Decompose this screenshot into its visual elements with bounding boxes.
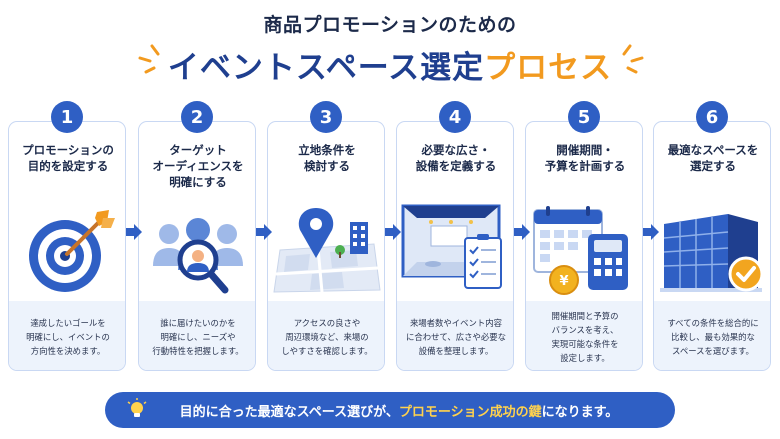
page-title-accent: プロセス <box>484 50 613 86</box>
step-3: 3 立地条件を 検討する アクセスの良さや 周辺環境など、来場の しやすさを確認… <box>267 101 385 371</box>
banner-text-before: 目的に合った最適なスペース選びが、 <box>179 404 399 420</box>
step-title: 立地条件を 検討する <box>298 143 356 173</box>
step-number-badge: 5 <box>568 101 600 133</box>
arrow-right-icon <box>126 224 142 240</box>
step-card: 最適なスペースを 選定する すべての条件を総合的に 比較し、最も効果的な スペー… <box>653 121 771 371</box>
lightbulb-icon <box>127 398 147 417</box>
key-message-banner: 目的に合った最適なスペース選びが、プロモーション成功の鍵になります。 <box>105 392 675 428</box>
step-description: 開催期間と予算の バランスを考え、 実現可能な条件を 設定します。 <box>526 301 642 370</box>
svg-text:¥: ¥ <box>559 274 568 289</box>
arrow-right-icon <box>643 224 659 240</box>
step-title: 最適なスペースを 選定する <box>667 143 759 173</box>
step-title: プロモーションの 目的を設定する <box>22 143 114 173</box>
sparkle-left-icon <box>138 44 160 74</box>
step-number-badge: 3 <box>310 101 342 133</box>
arrow-right-icon <box>385 224 401 240</box>
step-title: 必要な広さ・ 設備を定義する <box>415 143 497 173</box>
map-location-icon <box>273 208 381 293</box>
step-title: 開催期間・ 予算を計画する <box>544 143 626 173</box>
step-6: 6 最適なスペースを 選定する すべての条件を総合的に 比較し、最も効果的な ス… <box>653 101 771 371</box>
page-title-line2: イベントスペース選定プロセス <box>0 42 780 87</box>
building-check-icon <box>660 214 764 292</box>
venue-checklist-icon <box>401 204 502 289</box>
step-card: 立地条件を 検討する アクセスの良さや 周辺環境など、来場の しやすさを確認しま… <box>267 121 385 371</box>
step-number-badge: 1 <box>51 101 83 133</box>
step-title: ターゲット オーディエンスを 明確にする <box>152 143 244 189</box>
step-description: アクセスの良さや 周辺環境など、来場の しやすさを確認します。 <box>268 301 384 370</box>
step-card: 開催期間・ 予算を計画する ¥ 開催期間と予算の バランスを考え、 <box>525 121 643 371</box>
step-card: 必要な広さ・ 設備を定義する 来場者数やイベント内容 に合わせて、広さや必要な … <box>396 121 514 371</box>
step-description: すべての条件を総合的に 比較し、最も効果的な スペースを選びます。 <box>654 301 770 370</box>
banner-text-highlight: プロモーション成功の鍵 <box>398 404 542 420</box>
step-number-badge: 4 <box>439 101 471 133</box>
step-2: 2 ターゲット オーディエンスを 明確にする 誰に届けたいのかを 明確にし、ニー… <box>138 101 256 371</box>
step-description: 誰に届けたいのかを 明確にし、ニーズや 行動特性を把握します。 <box>139 301 255 370</box>
audience-search-icon <box>153 218 243 294</box>
step-card: プロモーションの 目的を設定する 達成したいゴールを 明確にし、イベントの 方向… <box>8 121 126 371</box>
step-4: 4 必要な広さ・ 設備を定義する 来場者数やイベント内容 に合わせて、広さや必要… <box>396 101 514 371</box>
target-icon <box>29 210 115 292</box>
arrow-right-icon <box>256 224 272 240</box>
step-description: 達成したいゴールを 明確にし、イベントの 方向性を決めます。 <box>9 301 125 370</box>
banner-text-after: になります。 <box>541 404 619 420</box>
page-title-line1: 商品プロモーションのための <box>263 14 517 36</box>
step-number-badge: 2 <box>181 101 213 133</box>
step-1: 1 プロモーションの 目的を設定する 達成したいゴールを 明確にし、イベントの … <box>8 101 126 371</box>
page-title-main: イベントスペース選定 <box>167 50 485 86</box>
sparkle-right-icon <box>622 44 644 74</box>
step-number-badge: 6 <box>696 101 728 133</box>
calendar-budget-icon: ¥ <box>533 206 628 295</box>
arrow-right-icon <box>514 224 530 240</box>
step-card: ターゲット オーディエンスを 明確にする 誰に届けたいのかを 明確にし、ニーズや… <box>138 121 256 371</box>
step-5: 5 開催期間・ 予算を計画する ¥ 開催期間と予算の <box>525 101 643 371</box>
banner-text: 目的に合った最適なスペース選びが、プロモーション成功の鍵になります。 <box>162 401 619 420</box>
step-description: 来場者数やイベント内容 に合わせて、広さや必要な 設備を整理します。 <box>397 301 513 370</box>
